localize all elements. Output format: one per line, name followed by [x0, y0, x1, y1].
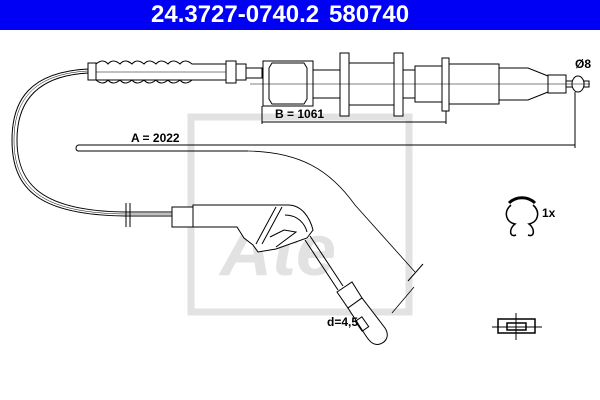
dimension-a-label: A = 2022 — [131, 131, 180, 145]
clip-quantity-label: 1x — [542, 206, 556, 220]
mount-symbol-icon — [492, 313, 542, 340]
retaining-clip-icon — [505, 196, 539, 237]
part-number: 24.3727-0740.2 — [151, 1, 320, 28]
diameter-label: Ø8 — [575, 57, 592, 71]
wire-diameter-label: d=4,5 — [327, 315, 359, 329]
reference-number: 580740 — [329, 1, 410, 28]
dimension-b-label: B = 1061 — [275, 107, 325, 121]
title-bar: 24.3727-0740.2 580740 — [0, 0, 600, 30]
